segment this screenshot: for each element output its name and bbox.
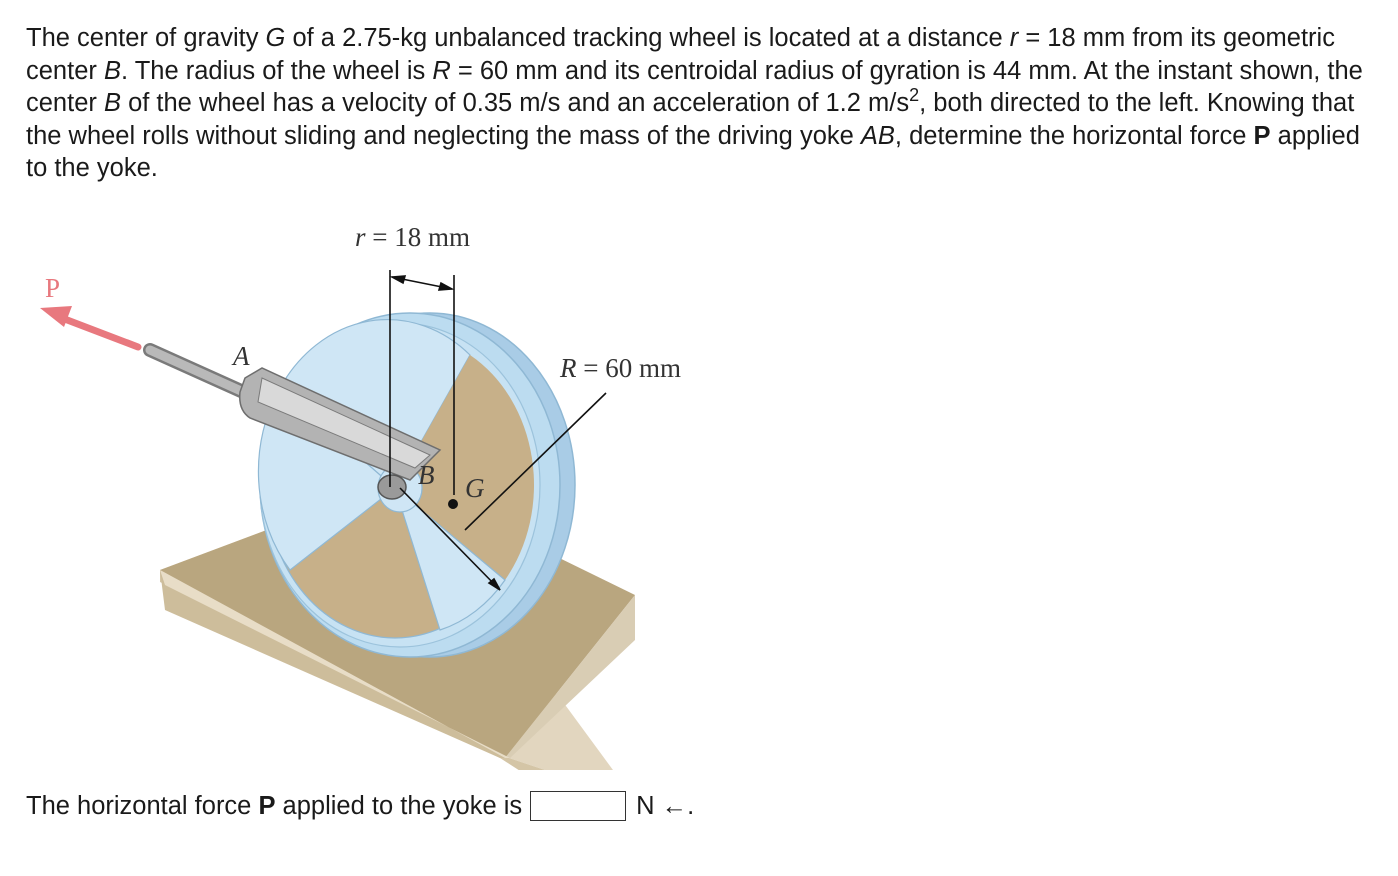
label-p: P: [45, 273, 60, 303]
label-b: B: [418, 460, 435, 490]
driving-yoke: [143, 343, 442, 500]
force-arrow-p: [40, 306, 142, 351]
dimension-lines: [389, 270, 607, 591]
label-a: A: [231, 341, 250, 371]
label-r-dimension: r = 18 mm: [355, 222, 470, 252]
label-R-dimension: R = 60 mm: [559, 353, 681, 383]
problem-statement: The center of gravity G of a 2.75-kg unb…: [26, 24, 1363, 182]
answer-row: The horizontal force P applied to the yo…: [26, 788, 694, 824]
answer-prompt: The horizontal force P applied to the yo…: [26, 792, 523, 820]
tracking-wheel-figure: P A B G r = 18 mm R = 60 mm: [40, 222, 681, 770]
answer-input[interactable]: [530, 791, 627, 821]
wheel: [257, 312, 576, 658]
label-g: G: [465, 473, 485, 503]
center-of-gravity-point: [448, 499, 458, 509]
answer-unit: N ←.: [636, 792, 695, 820]
